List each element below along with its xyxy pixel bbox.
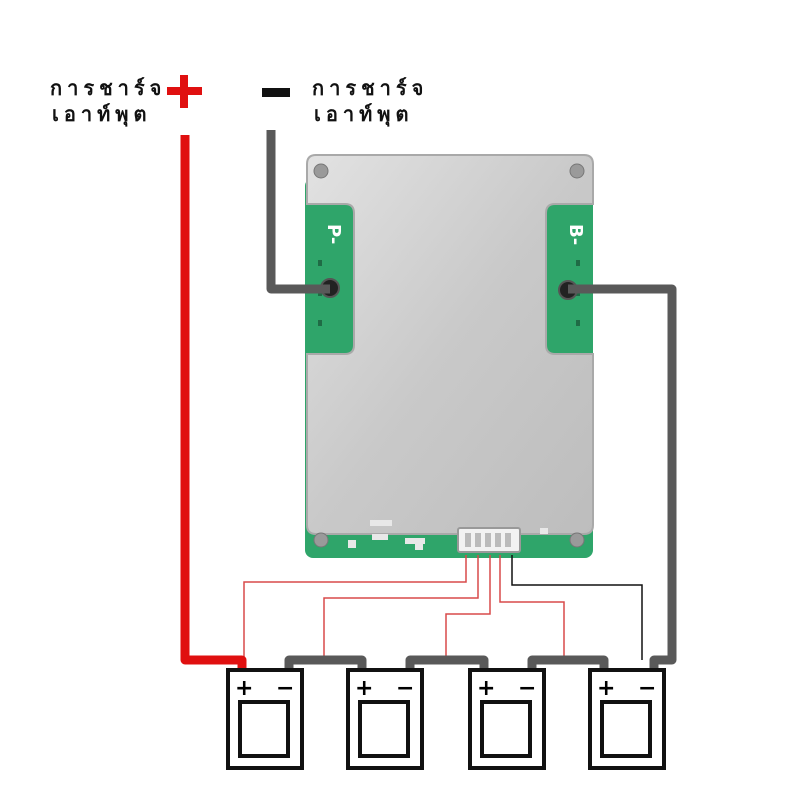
positive-label-line1: การชาร์จ [50, 76, 167, 100]
screw-icon [569, 532, 585, 548]
right-pad-mark: B- [565, 224, 586, 245]
series-link-2-3 [405, 655, 489, 670]
positive-output-wire [180, 135, 247, 670]
series-link-3-4 [527, 655, 609, 670]
screw-icon [569, 163, 585, 179]
left-pad-mark: P- [323, 224, 344, 244]
minus-icon [262, 88, 290, 97]
negative-label-line1: การชาร์จ [312, 76, 429, 100]
battery-cell: + − [346, 668, 424, 770]
negative-label-line2: เอาท์พุต [314, 102, 414, 126]
battery-plus-sign: + [477, 676, 495, 701]
series-link-1-2 [284, 655, 367, 670]
plus-icon [167, 75, 202, 108]
battery-cell: + − [226, 668, 304, 770]
p-minus-wire [266, 130, 330, 294]
positive-label-line2: เอาท์พุต [52, 102, 152, 126]
battery-plus-sign: + [597, 676, 615, 701]
screw-icon [313, 532, 329, 548]
battery-plus-sign: + [235, 676, 253, 701]
balance-wires [243, 555, 565, 658]
heatsink [306, 154, 594, 535]
battery-minus-sign: − [396, 676, 414, 701]
b-minus-wire [568, 284, 677, 670]
battery-minus-sign: − [638, 676, 656, 701]
battery-minus-sign: − [518, 676, 536, 701]
screw-icon [313, 163, 329, 179]
sense-wire [511, 555, 643, 660]
bms-board: P- B- [305, 154, 594, 558]
battery-cell: + − [468, 668, 546, 770]
battery-minus-sign: − [276, 676, 294, 701]
battery-cells: + − + − + − + − [226, 668, 666, 770]
battery-plus-sign: + [355, 676, 373, 701]
battery-cell: + − [588, 668, 666, 770]
